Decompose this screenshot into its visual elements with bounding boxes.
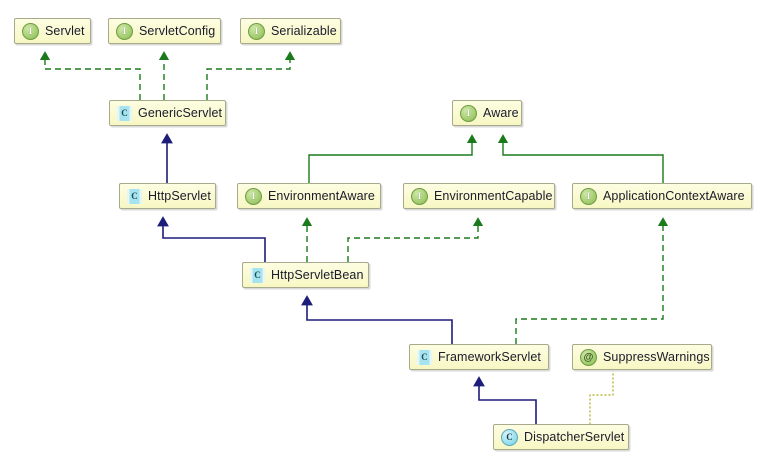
node-dispatcherservlet[interactable]: C DispatcherServlet — [493, 424, 629, 450]
node-environmentcapable[interactable]: I EnvironmentCapable — [403, 183, 555, 209]
edge-frameworkservlet-implements-applicationcontextaware — [515, 217, 669, 344]
edge-dispatcherservlet-annotated-suppresswarnings — [589, 369, 614, 425]
node-label: ServletConfig — [139, 24, 216, 38]
node-label: Aware — [483, 106, 519, 120]
node-frameworkservlet[interactable]: C FrameworkServlet — [409, 344, 549, 370]
node-label: GenericServlet — [138, 106, 223, 120]
node-label: ApplicationContextAware — [603, 189, 745, 203]
node-label: Serializable — [271, 24, 337, 38]
node-label: HttpServletBean — [271, 268, 364, 282]
node-httpservlet[interactable]: C HttpServlet — [119, 183, 216, 209]
node-servletconfig[interactable]: I ServletConfig — [108, 18, 221, 44]
node-serializable[interactable]: I Serializable — [240, 18, 341, 44]
current-class-icon: C — [501, 428, 518, 446]
node-label: SuppressWarnings — [603, 350, 710, 364]
node-httpservletbean[interactable]: C HttpServletBean — [242, 262, 369, 288]
interface-icon: I — [116, 22, 133, 40]
edge-genericservlet-implements-servlet — [39, 51, 141, 100]
edge-httpservletbean-extends-httpservlet — [157, 216, 266, 262]
interface-icon: I — [411, 187, 428, 205]
interface-icon: I — [248, 22, 265, 40]
class-icon: C — [127, 188, 142, 204]
node-label: EnvironmentCapable — [434, 189, 553, 203]
interface-icon: I — [460, 104, 477, 122]
node-applicationcontextaware[interactable]: I ApplicationContextAware — [572, 183, 752, 209]
node-label: DispatcherServlet — [524, 430, 625, 444]
node-label: FrameworkServlet — [438, 350, 542, 364]
node-label: HttpServlet — [148, 189, 211, 203]
edge-httpservletbean-implements-environmentcapable — [347, 217, 484, 262]
node-servlet[interactable]: I Servlet — [14, 18, 91, 44]
interface-icon: I — [580, 187, 597, 205]
node-environmentaware[interactable]: I EnvironmentAware — [237, 183, 381, 209]
edge-genericservlet-implements-serializable — [206, 51, 296, 100]
node-label: Servlet — [45, 24, 85, 38]
edge-dispatcherservlet-extends-frameworkservlet — [473, 376, 537, 424]
node-genericservlet[interactable]: C GenericServlet — [109, 100, 226, 126]
interface-icon: I — [245, 187, 262, 205]
node-suppresswarnings[interactable]: @ SuppressWarnings — [572, 344, 712, 370]
class-icon: C — [117, 105, 132, 121]
class-icon: C — [417, 349, 432, 365]
node-aware[interactable]: I Aware — [452, 100, 522, 126]
edge-environmentaware-extends-aware — [308, 134, 478, 183]
edge-frameworkservlet-extends-httpservletbean — [301, 295, 453, 344]
node-label: EnvironmentAware — [268, 189, 375, 203]
edge-applicationcontextaware-extends-aware — [497, 134, 664, 183]
interface-icon: I — [22, 22, 39, 40]
class-icon: C — [250, 267, 265, 283]
annotation-icon: @ — [580, 348, 597, 366]
